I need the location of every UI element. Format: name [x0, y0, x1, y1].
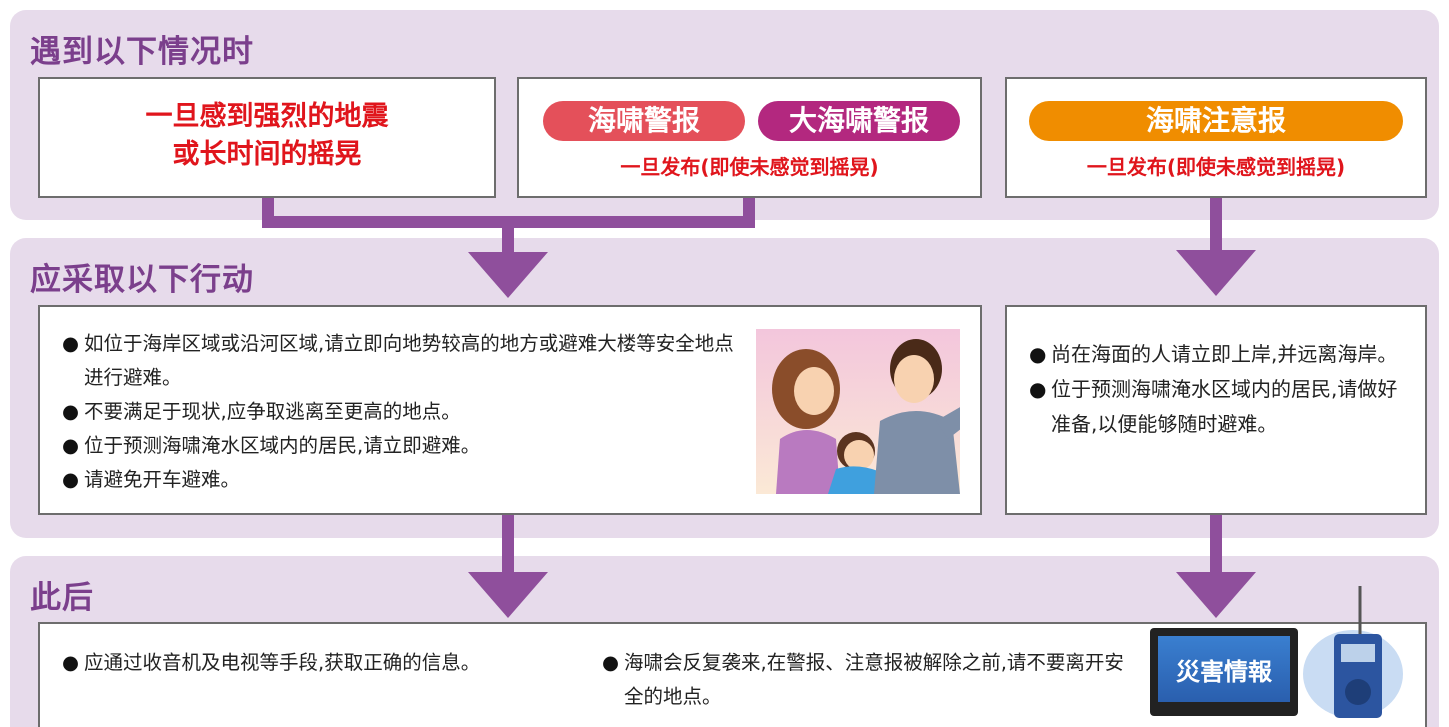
- list-item: 位于预测海啸淹水区域内的居民,请做好准备,以便能够随时避难。: [1029, 372, 1409, 442]
- action-card-right: 尚在海面的人请立即上岸,并远离海岸。 位于预测海啸淹水区域内的居民,请做好准备,…: [1005, 305, 1427, 515]
- condition-card-warning: 海啸警报 大海啸警报 一旦发布(即使未感觉到摇晃): [517, 77, 982, 198]
- condition-card-quake: 一旦感到强烈的地震 或长时间的摇晃: [38, 77, 496, 198]
- after-list-right: 海啸会反复袭来,在警报、注意报被解除之前,请不要离开安全的地点。: [602, 646, 1142, 714]
- arrow-down-icon: [1176, 250, 1256, 296]
- quake-line-1: 一旦感到强烈的地震: [145, 101, 389, 132]
- action-list-left: 如位于海岸区域或沿河区域,请立即向地势较高的地方或避难大楼等安全地点进行避难。 …: [62, 327, 752, 497]
- list-item: 尚在海面的人请立即上岸,并远离海岸。: [1029, 337, 1409, 372]
- list-item: 海啸会反复袭来,在警报、注意报被解除之前,请不要离开安全的地点。: [602, 646, 1142, 714]
- tsunami-warning-badge: 海啸警报: [543, 101, 745, 141]
- list-item: 位于预测海啸淹水区域内的居民,请立即避难。: [62, 429, 752, 463]
- connector-right-stem-2: [1210, 512, 1222, 574]
- tv-icon: 災害情報: [1150, 628, 1298, 716]
- section-action-title: 应采取以下行动: [30, 262, 254, 298]
- action-list-right: 尚在海面的人请立即上岸,并远离海岸。 位于预测海啸淹水区域内的居民,请做好准备,…: [1029, 337, 1409, 442]
- tv-screen-label: 災害情報: [1176, 658, 1272, 686]
- arrow-down-icon: [468, 252, 548, 298]
- warning-subtext: 一旦发布(即使未感觉到摇晃): [620, 155, 879, 179]
- radio-icon: [1303, 586, 1403, 718]
- arrow-down-icon: [468, 572, 548, 618]
- connector-left-stem-2: [502, 512, 514, 574]
- major-tsunami-warning-badge: 大海啸警报: [758, 101, 960, 141]
- section-after-title: 此后: [30, 580, 94, 616]
- list-item: 应通过收音机及电视等手段,获取正确的信息。: [62, 646, 602, 680]
- advisory-subtext: 一旦发布(即使未感觉到摇晃): [1086, 155, 1346, 179]
- connector-left-stem-1: [502, 216, 514, 254]
- condition-card-advisory: 海啸注意报 一旦发布(即使未感觉到摇晃): [1005, 77, 1427, 198]
- list-item: 请避免开车避难。: [62, 463, 752, 497]
- family-evacuation-illustration: [756, 329, 960, 494]
- list-item: 如位于海岸区域或沿河区域,请立即向地势较高的地方或避难大楼等安全地点进行避难。: [62, 327, 752, 395]
- list-item: 不要满足于现状,应争取逃离至更高的地点。: [62, 395, 752, 429]
- arrow-down-icon: [1176, 572, 1256, 618]
- after-list-left: 应通过收音机及电视等手段,获取正确的信息。: [62, 646, 602, 680]
- connector-right-stem-1: [1210, 196, 1222, 252]
- tsunami-advisory-badge: 海啸注意报: [1029, 101, 1403, 141]
- section-when-title: 遇到以下情况时: [30, 34, 254, 70]
- quake-line-2: 或长时间的摇晃: [172, 139, 362, 170]
- action-card-left: 如位于海岸区域或沿河区域,请立即向地势较高的地方或避难大楼等安全地点进行避难。 …: [38, 305, 982, 515]
- after-card: 应通过收音机及电视等手段,获取正确的信息。 海啸会反复袭来,在警报、注意报被解除…: [38, 586, 1427, 727]
